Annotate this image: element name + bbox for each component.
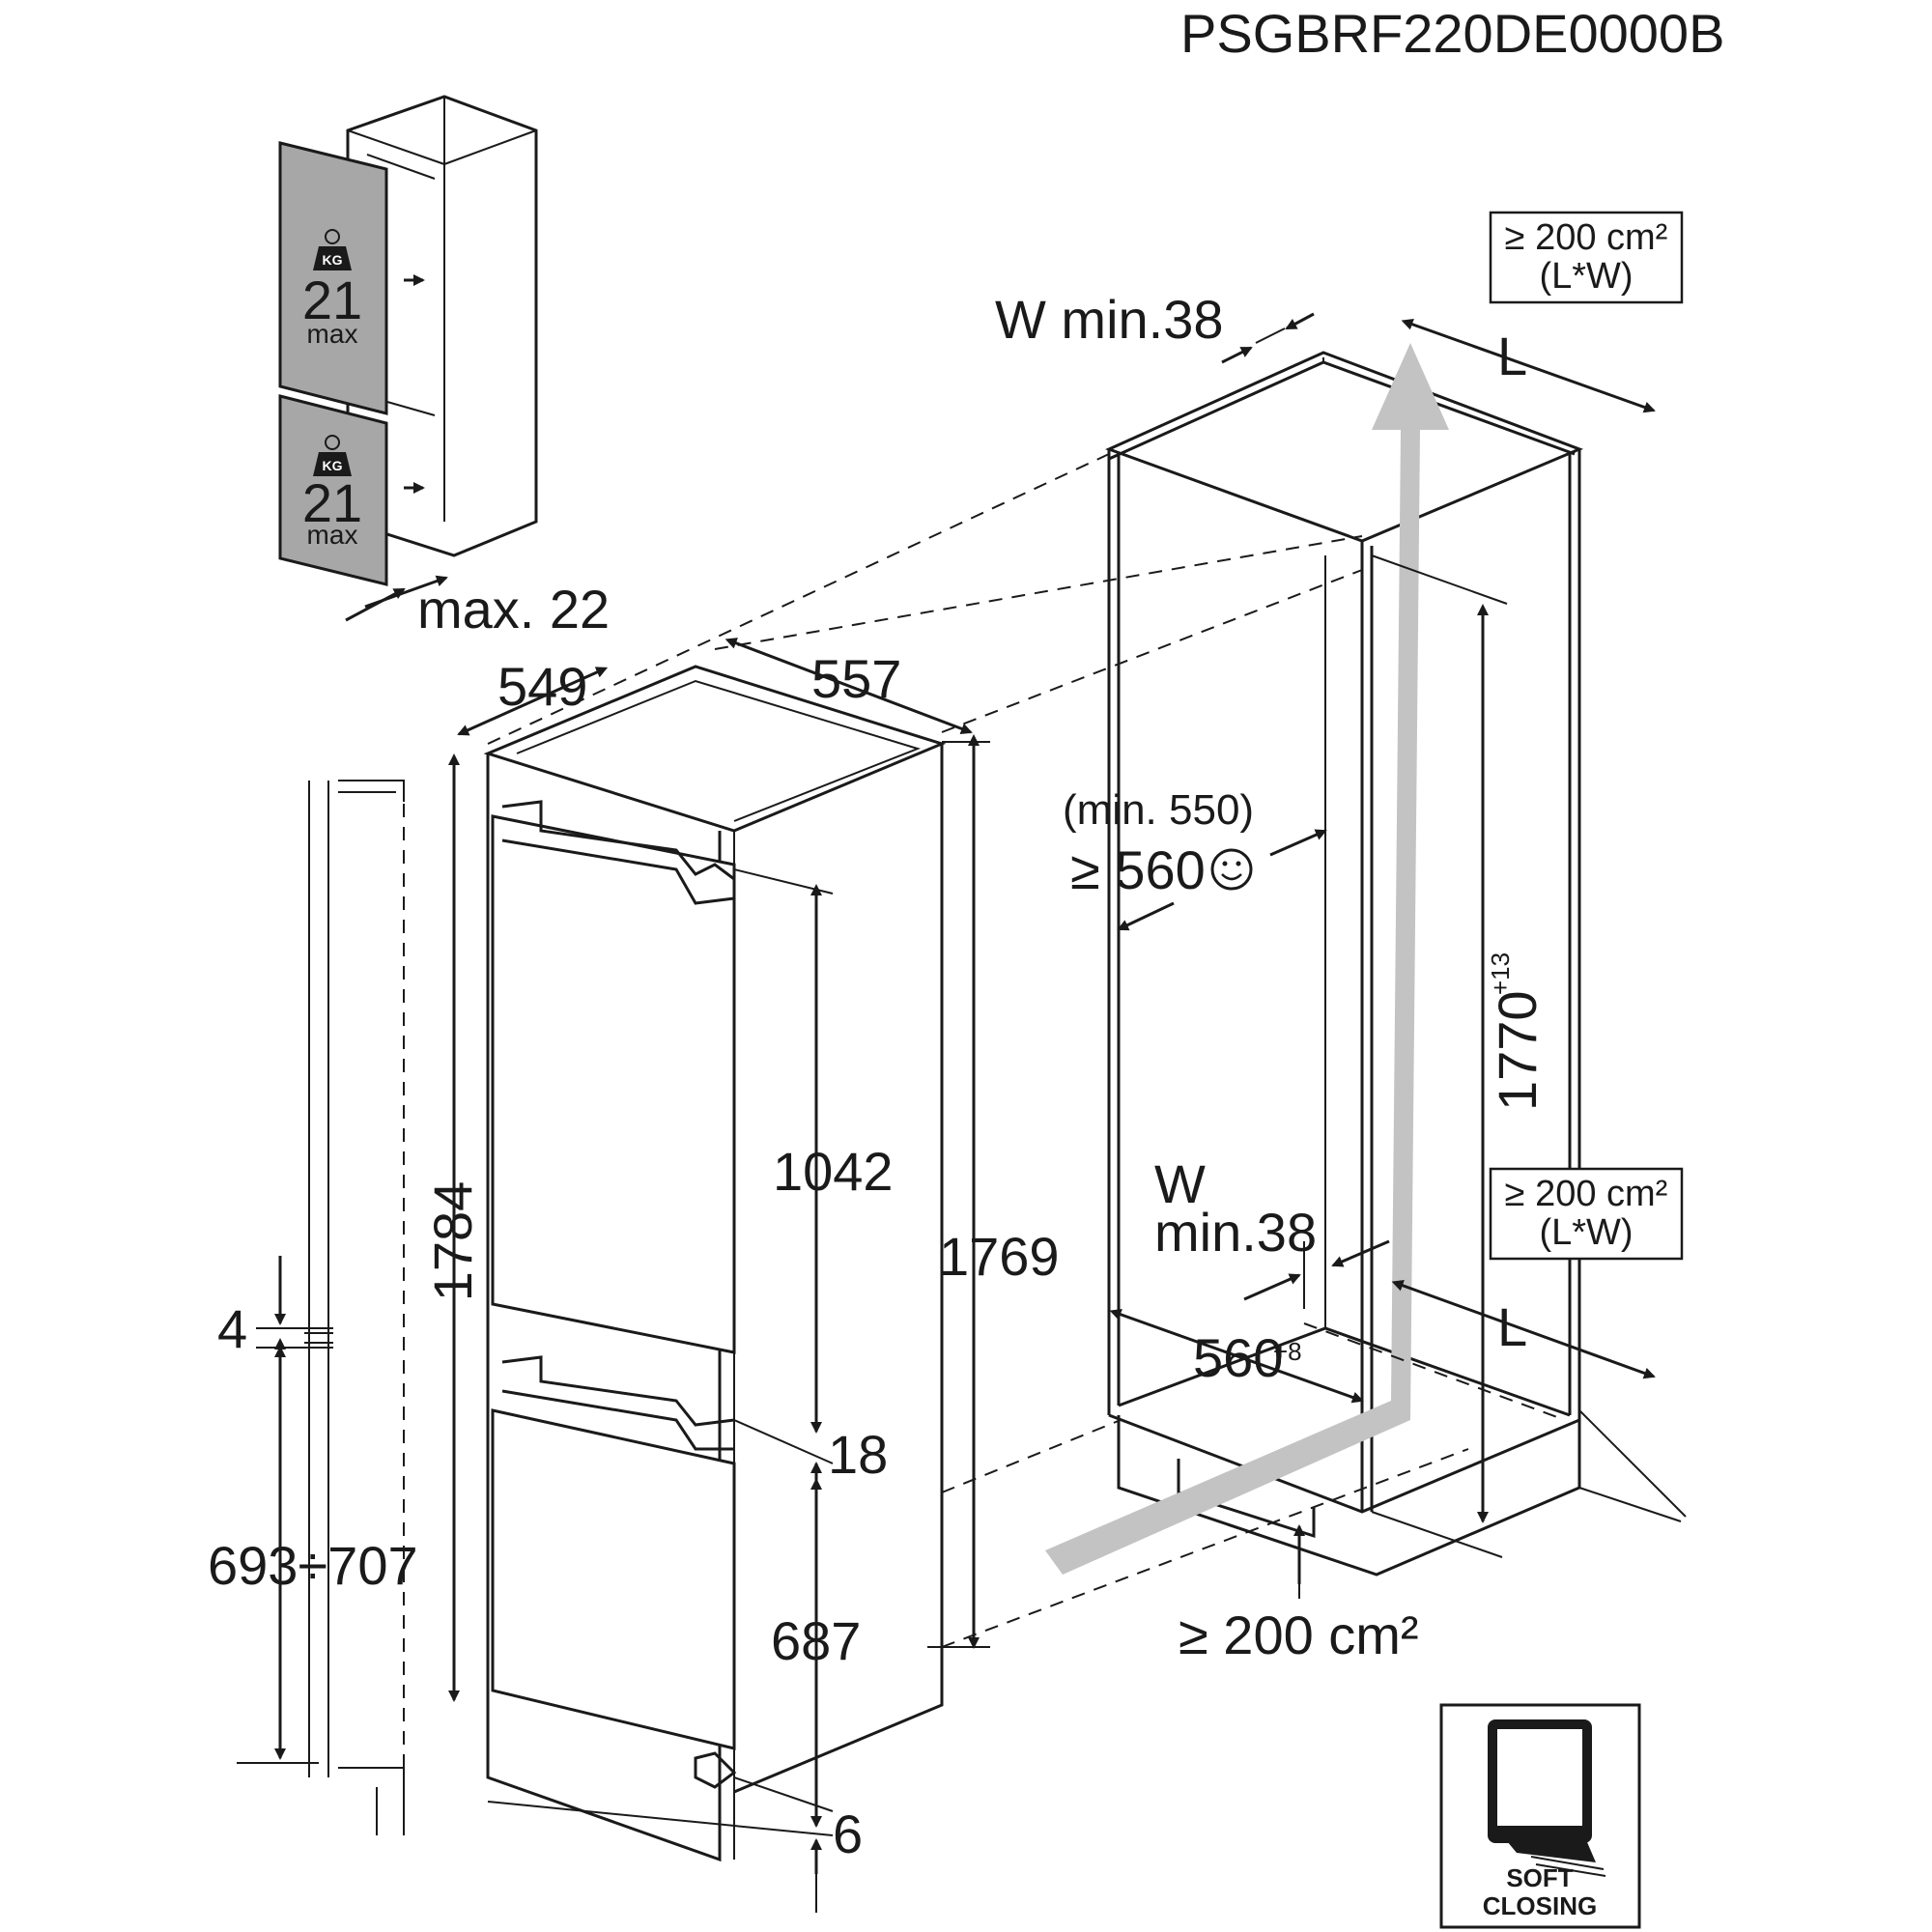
mid-vent-area-box [1489,1167,1684,1261]
top-panel-weight: 21 [302,270,362,330]
top-panel-weight-unit: max [307,319,358,349]
door-closing-icon [1488,1719,1606,1877]
dim-side-gap: 4 [217,1298,247,1359]
niche-width-tolerance: +8 [1273,1337,1302,1366]
upper-door-panel [278,141,388,415]
niche-width: 560 [1193,1327,1283,1388]
top-vent-area-formula: (L*W) [1539,256,1633,297]
svg-text:KG: KG [323,252,343,268]
soft-closing-line1: SOFT [1506,1863,1573,1892]
niche-height: 1770 [1487,990,1548,1111]
weight-icon: KG [313,229,352,270]
dim-width: 557 [811,648,901,709]
dim-bottom-gap: 6 [833,1804,863,1864]
dim-depth: 549 [497,656,587,717]
mid-vent-area: ≥ 200 cm² [1505,1174,1668,1214]
mid-vent-width-label: W [1154,1153,1206,1214]
panel-thickness: max. 22 [417,579,610,639]
smiley-icon [1210,848,1253,891]
appliance-drawing [304,665,947,1862]
dim-height-total: 1784 [422,1181,483,1302]
top-vent-width: W min.38 [995,289,1224,350]
niche-dimensions: W min.38 L ≥ 200 cm² (L*W) (min. 550) ≥ … [995,211,1684,1665]
projection-lines [487,453,1469,1648]
dim-upper-door: 1042 [773,1141,894,1202]
mid-vent-area-formula: (L*W) [1539,1212,1633,1253]
top-vent-area: ≥ 200 cm² [1505,217,1668,258]
dim-lower-door-range: 693÷707 [208,1535,418,1596]
dim-mid-gap: 18 [828,1424,888,1485]
niche-depth-min: (min. 550) [1063,786,1254,834]
model-code: PSGBRF220DE0000B [1180,3,1724,64]
bottom-panel-weight: 21 [302,472,362,533]
dim-lower-door: 687 [771,1610,861,1671]
top-vent-length: L [1497,326,1527,386]
soft-closing-badge: SOFT CLOSING [1439,1703,1641,1929]
top-vent-area-box [1489,211,1684,304]
mid-vent-length: L [1497,1296,1527,1357]
niche-height-tolerance: +13 [1486,952,1515,995]
mid-vent-width-min: min.38 [1154,1202,1317,1263]
door-panel-illustration: KG 21 max KG 21 max max. 22 [278,95,610,639]
appliance-dimensions: 549 557 1784 1769 1042 18 687 6 4 [208,638,1060,1913]
soft-closing-line2: CLOSING [1483,1891,1597,1920]
dim-height-body: 1769 [939,1226,1060,1287]
weight-icon: KG [313,435,352,476]
airflow-arrow [1045,343,1449,1575]
bottom-panel-weight-unit: max [307,520,358,550]
svg-text:KG: KG [323,458,343,473]
bottom-vent-area: ≥ 200 cm² [1179,1605,1419,1665]
lower-door-panel [278,394,388,586]
niche-drawing [1045,343,1687,1577]
niche-depth-rec: ≥ 560 [1070,839,1206,900]
